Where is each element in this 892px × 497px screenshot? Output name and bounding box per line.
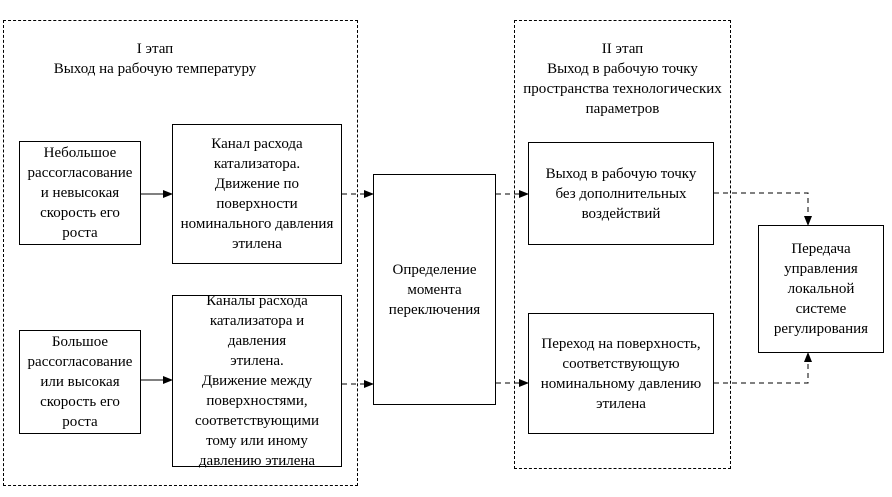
catalyst-pressure-channels-box: Каналы расхода катализатора и давления э… [172, 293, 342, 469]
arrow-workpoint-to-control [714, 192, 812, 226]
box-line: этилена. [230, 353, 284, 369]
box-line: управления [784, 261, 858, 277]
box-line: поверхностями, [206, 393, 308, 409]
small-mismatch-box: Небольшое рассогласование и невысокая ск… [19, 141, 141, 245]
box-line: Каналы расхода [206, 293, 308, 309]
box-line: Выход в рабочую точку [545, 165, 697, 182]
box-line: Передача [791, 241, 851, 257]
box-line: воздействий [581, 205, 661, 222]
box-line: регулирования [773, 321, 869, 337]
box-line: этилена [232, 236, 282, 252]
stage-2-line-3: параметров [585, 101, 660, 117]
surface-transition-box: Переход на поверхность, соответствующую … [528, 313, 714, 434]
box-line: Переход на поверхность, [541, 335, 701, 352]
box-line: без дополнительных [555, 185, 687, 202]
catalyst-channel-box: Канал расхода катализатора. Движение по … [172, 124, 342, 264]
box-line: момента [407, 281, 462, 298]
box-line: или высокая [40, 374, 120, 390]
box-line: давлению этилена [198, 453, 316, 469]
box-line: катализатора и давления [209, 313, 305, 349]
box-line: номинальному давлению [540, 375, 702, 392]
box-line: скорость его [40, 394, 120, 410]
box-line: поверхности [216, 196, 298, 212]
stage-1-header: I этап Выход на рабочую температуру [30, 39, 280, 79]
box-line: и невысокая [40, 185, 120, 201]
box-line: переключения [388, 301, 481, 318]
box-line: роста [62, 414, 98, 430]
arrow-surface-to-control [714, 352, 812, 384]
local-control-box: Передача управления локальной системе ре… [758, 225, 884, 353]
box-line: рассогласование [27, 165, 133, 181]
stage-2-header: II этап Выход в рабочую точку пространст… [514, 39, 731, 119]
stage-1-frame [3, 20, 358, 486]
box-line: тому или иному [206, 433, 308, 449]
box-line: системе [795, 301, 847, 317]
box-line: соответствующими [195, 413, 319, 429]
box-line: роста [62, 225, 98, 241]
box-line: локальной [787, 281, 855, 297]
box-line: Большое [51, 334, 109, 350]
box-line: Движение между [201, 373, 313, 389]
box-line: скорость его [40, 205, 120, 221]
box-line: Канал расхода [211, 136, 303, 152]
large-mismatch-box: Большое рассогласование или высокая скор… [19, 330, 141, 434]
stage-1-subtitle: Выход на рабочую температуру [53, 61, 257, 77]
stage-1-title: I этап [136, 41, 174, 57]
stage-2-frame [514, 20, 731, 469]
work-point-box: Выход в рабочую точку без дополнительных… [528, 142, 714, 245]
switch-moment-box: Определение момента переключения [373, 174, 496, 405]
stage-2-line-2: пространства технологических [523, 81, 722, 97]
stage-2-line-1: Выход в рабочую точку [547, 61, 698, 77]
box-line: номинального давления [180, 216, 334, 232]
box-line: Небольшое [43, 145, 117, 161]
box-line: Определение [392, 261, 477, 278]
stage-2-title: II этап [601, 41, 644, 57]
box-line: Движение по [214, 176, 300, 192]
box-line: соответствующую [562, 355, 680, 372]
box-line: этилена [596, 395, 646, 412]
box-line: катализатора. [213, 156, 301, 172]
box-line: рассогласование [27, 354, 133, 370]
